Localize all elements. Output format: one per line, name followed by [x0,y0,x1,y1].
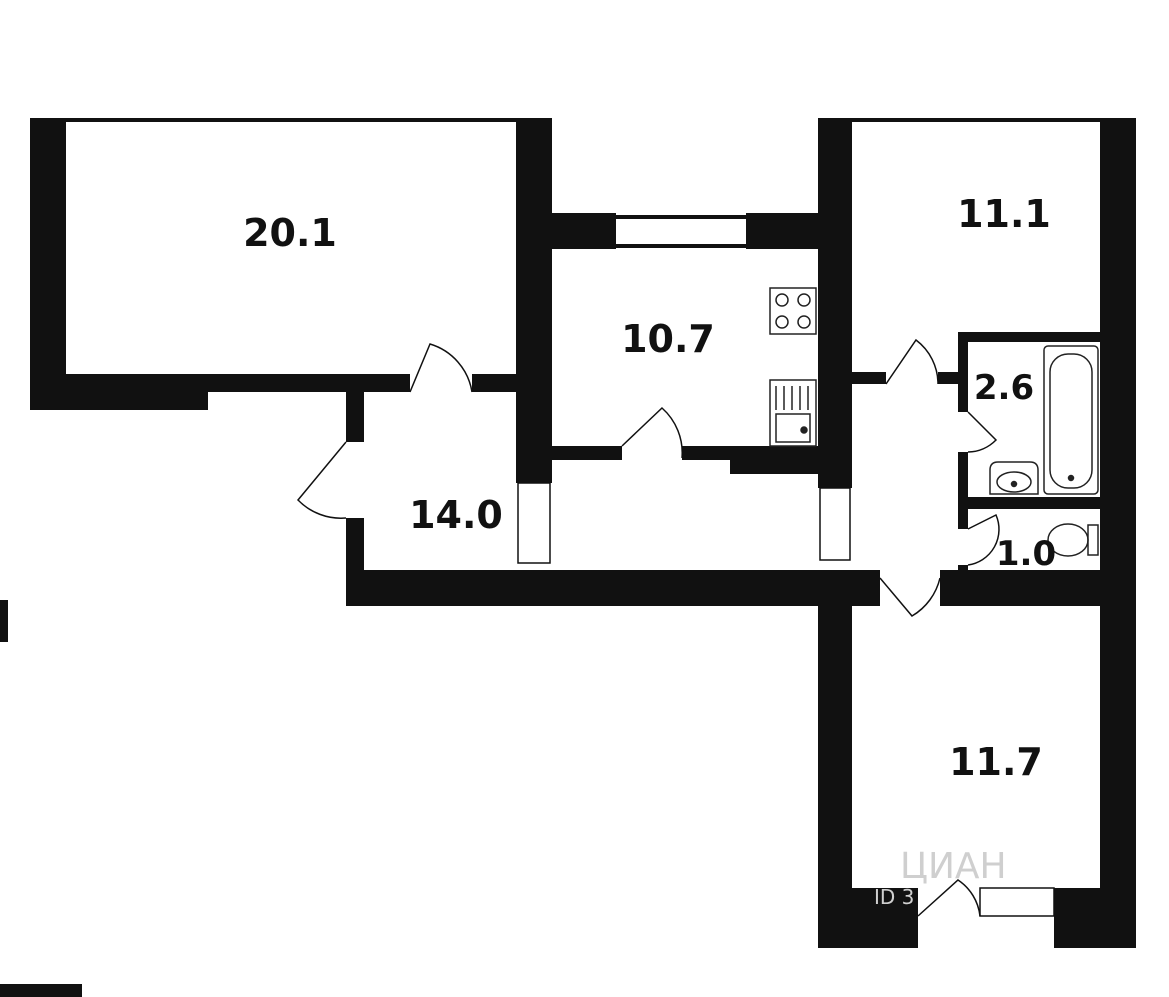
kitchen-sink [769,379,817,447]
wall [818,118,1136,122]
room-area-bedroom-bottom: 11.7 [949,740,1043,784]
wall [852,372,886,384]
stove-icon [769,287,817,335]
burner [797,315,811,329]
burner [775,293,789,307]
wall [30,374,208,410]
door-swing [917,879,981,917]
door-swing [296,441,347,519]
wall [516,213,552,483]
wall [818,888,918,948]
room-area-toilet: 1.0 [996,534,1056,574]
stove [769,287,817,335]
openings [517,482,1055,917]
watermark-brand: ЦИАН [900,846,1007,887]
wall [958,332,968,412]
wall [730,446,822,474]
door-swing [967,513,1000,566]
wall-fragment [0,984,82,997]
wall [958,497,1100,509]
door-swing [621,406,683,459]
wall [940,570,1136,606]
wall [346,392,364,442]
wall [30,118,66,410]
wall [346,570,880,606]
wall [1054,888,1136,948]
wall [958,332,1100,342]
opening [819,487,851,561]
door-swing [409,343,473,393]
washbasin-icon [989,461,1039,495]
room-area-living-room: 20.1 [243,211,337,255]
window [616,244,746,248]
room-area-bathroom: 2.6 [974,368,1034,408]
doors [296,338,1000,917]
wall [552,446,622,460]
wall [958,452,968,500]
room-area-hallway: 14.0 [409,493,503,537]
window [616,215,746,219]
room-area-bedroom-top: 11.1 [957,192,1051,236]
wall [1100,118,1136,948]
wall [818,118,852,488]
walls [0,118,1136,997]
wall [938,372,958,384]
burner [775,315,789,329]
window [979,887,1055,917]
door-swing [885,338,939,385]
sink-icon [769,379,817,447]
watermark-id: ID 3 [874,885,914,909]
bathtub-icon [1043,345,1099,495]
door-swing [879,577,941,617]
toilet-bowl [1047,523,1099,557]
door-swing [967,411,998,453]
wall [516,118,552,213]
wall [30,118,550,122]
opening [517,482,551,564]
burner [797,293,811,307]
room-area-kitchen: 10.7 [621,317,715,361]
wall [958,509,968,529]
wall-fragment [0,600,8,642]
bathtub [1043,345,1099,495]
watermark: ЦИАН ID 3 [874,846,1007,909]
room-labels: 20.1 14.0 10.7 11.1 2.6 1.0 11.7 [243,192,1056,784]
washbasin [989,461,1039,495]
